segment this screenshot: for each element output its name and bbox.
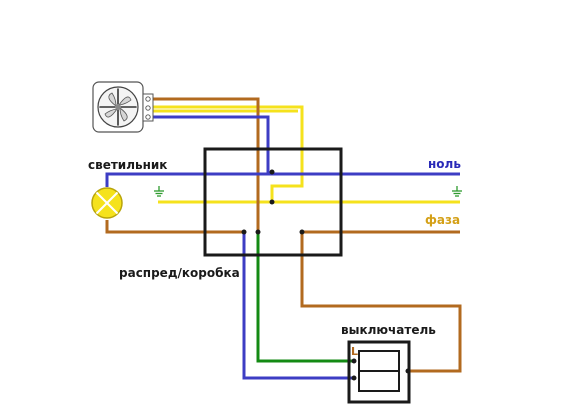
switch-body <box>347 340 411 404</box>
switched-line-wire <box>256 232 354 363</box>
phase-wires <box>105 97 462 373</box>
switch-terminal-dot <box>351 358 357 364</box>
junction-box-label: распред/коробка <box>119 266 240 280</box>
junction-dot <box>241 229 247 235</box>
fan-icon <box>92 81 154 133</box>
switch-key-top <box>358 350 400 372</box>
junction-dot <box>299 229 305 235</box>
phase-supply-wire <box>300 230 462 373</box>
switch-line-terminal-label: L <box>351 345 358 358</box>
phase-lamp-wire <box>105 220 244 234</box>
junction-dot <box>255 229 261 235</box>
fan-terminal-block <box>142 93 154 122</box>
lamp-label: светильник <box>88 158 167 172</box>
neutral-label: ноль <box>428 157 461 171</box>
phase-fan-wire <box>152 97 260 232</box>
ground-wires <box>152 105 460 204</box>
phase-label: фаза <box>425 213 460 227</box>
switch-key-bottom <box>358 370 400 392</box>
neutral-wires <box>105 115 460 380</box>
switch-terminal-dot <box>351 375 357 381</box>
ground-icon <box>452 186 462 197</box>
neutral-switch-wire <box>242 232 354 380</box>
ground-fan-upper <box>152 105 304 202</box>
neutral-fan-wire <box>152 115 270 174</box>
switch-label: выключатель <box>341 323 436 337</box>
junction-dot <box>269 199 275 205</box>
junction-box <box>203 147 343 257</box>
lamp-icon <box>91 187 123 219</box>
junction-dot <box>269 169 275 175</box>
ground-icon <box>154 186 164 197</box>
switch <box>347 340 411 404</box>
